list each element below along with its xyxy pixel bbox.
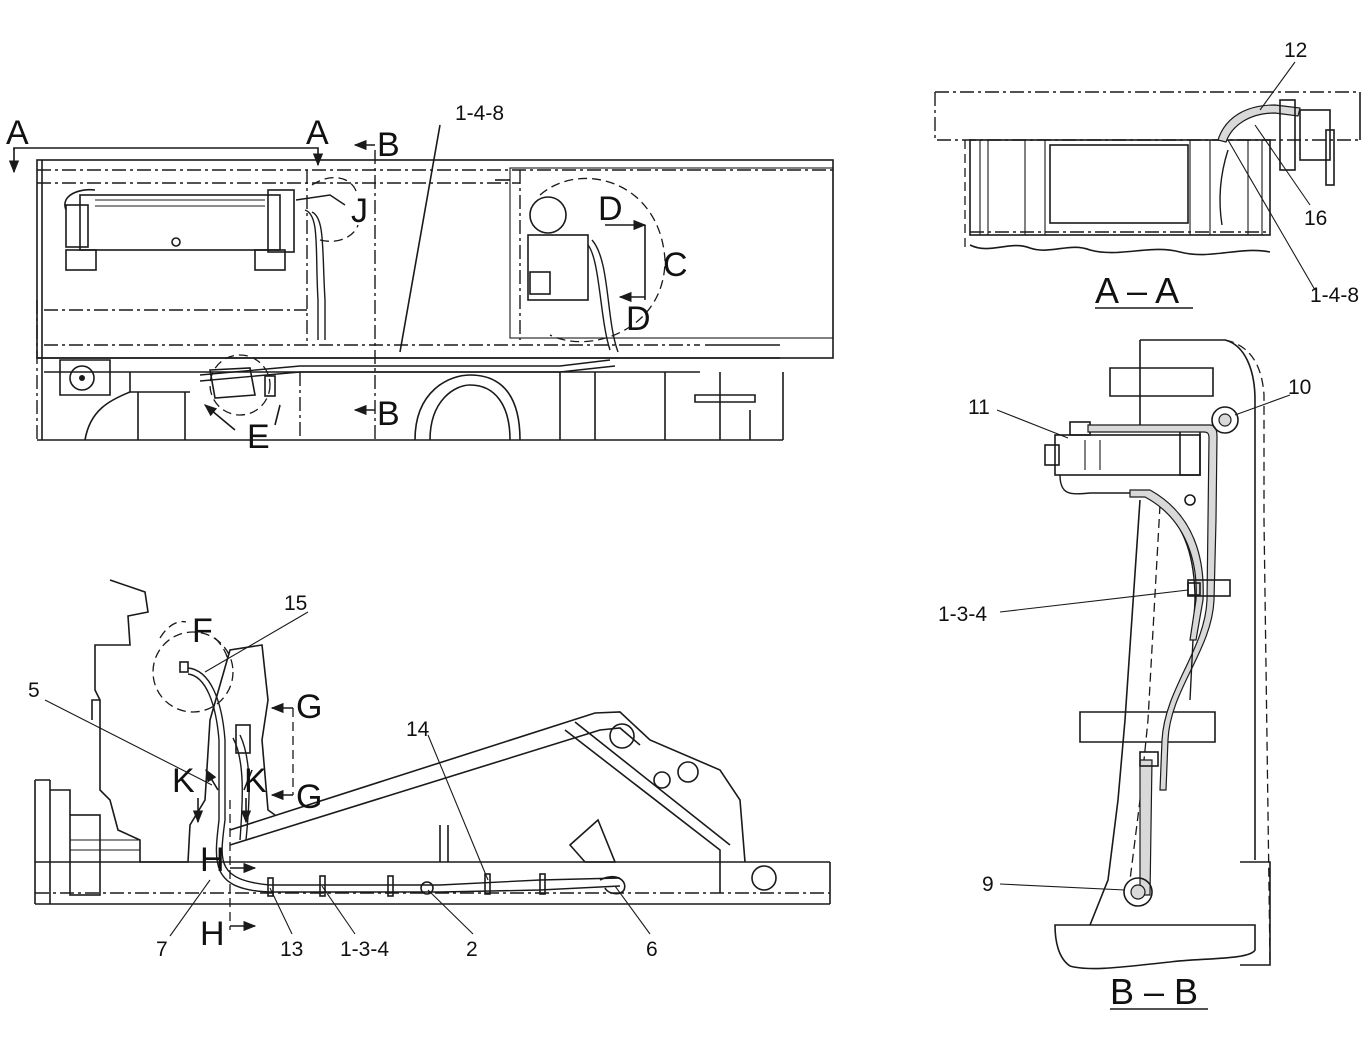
callout-label: 14 xyxy=(406,718,430,741)
section-label: B xyxy=(377,395,400,433)
section-title: B – B xyxy=(1110,971,1198,1012)
detail-label: K xyxy=(244,762,267,800)
detail-label: D xyxy=(598,190,623,228)
top-view-frame xyxy=(36,159,834,359)
callout-label: 1-3-4 xyxy=(340,938,389,961)
callout-label: 6 xyxy=(646,938,658,961)
section-label: B xyxy=(377,126,400,164)
section-a-a-view xyxy=(934,61,1361,309)
detail-label: J xyxy=(351,192,368,230)
callout-label: 15 xyxy=(284,592,307,615)
callout-label: 10 xyxy=(1288,376,1311,399)
callout-label: 5 xyxy=(28,679,40,702)
callout-label: 2 xyxy=(466,938,478,961)
section-label: A xyxy=(6,114,29,152)
detail-label: D xyxy=(626,300,651,338)
callout-label: 13 xyxy=(280,938,303,961)
detail-label: K xyxy=(172,762,195,800)
callout-label: 12 xyxy=(1284,39,1307,62)
section-label: H xyxy=(200,915,225,953)
callout-label: 11 xyxy=(968,396,990,419)
callout-label: 9 xyxy=(982,873,994,896)
section-title: A – A xyxy=(1095,270,1179,311)
detail-label: F xyxy=(192,612,213,650)
section-label: G xyxy=(296,688,322,726)
section-label: H xyxy=(200,841,225,879)
callout-label: 1-4-8 xyxy=(1310,284,1359,307)
callout-label: 1-3-4 xyxy=(938,603,987,626)
callout-label: 7 xyxy=(156,938,168,961)
top-view xyxy=(8,124,834,441)
section-b-b-view xyxy=(996,339,1291,1010)
callout-label: 16 xyxy=(1304,207,1327,230)
detail-label: C xyxy=(663,246,688,284)
section-label: G xyxy=(296,778,322,816)
detail-label: E xyxy=(247,418,270,456)
side-view xyxy=(34,579,831,937)
section-label: A xyxy=(306,114,329,152)
callout-label: 1-4-8 xyxy=(455,102,504,125)
